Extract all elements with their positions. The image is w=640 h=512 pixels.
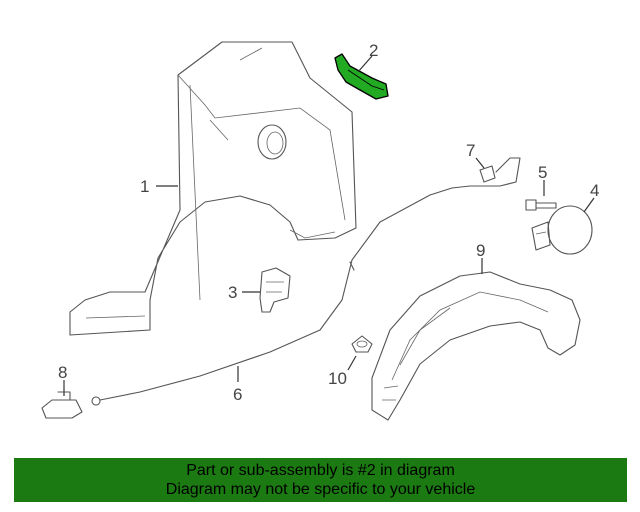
callout-1: 1	[140, 177, 178, 196]
callout-number: 6	[233, 385, 242, 404]
cable-fitting-part[interactable]	[451, 157, 521, 189]
callout-5: 5	[538, 163, 547, 196]
callout-number: 4	[590, 181, 599, 200]
clip-part[interactable]	[351, 335, 373, 353]
fuel-door-part[interactable]	[531, 205, 593, 255]
callout-3: 3	[228, 283, 260, 302]
callout-number: 1	[140, 177, 149, 196]
callout-number: 9	[476, 241, 485, 260]
parts-diagram: 1 2 3 4 5 6 7 8 9 10	[41, 41, 599, 421]
banner-disclaimer-line: Diagram may not be specific to your vehi…	[165, 481, 476, 498]
callout-8: 8	[58, 363, 67, 396]
banner-part-line: Part or sub-assembly is #2 in diagram	[186, 462, 455, 479]
release-cable-part[interactable]	[91, 187, 453, 406]
bracket-part-highlighted[interactable]	[334, 53, 389, 100]
latch-actuator-part[interactable]	[41, 391, 83, 419]
callout-7: 7	[466, 141, 485, 169]
callout-number: 7	[466, 141, 475, 160]
callout-number: 8	[58, 363, 67, 382]
mount-bracket-part[interactable]	[259, 267, 291, 313]
info-banner: Part or sub-assembly is #2 in diagram Di…	[14, 458, 627, 502]
quarter-panel-part[interactable]	[69, 41, 357, 336]
callout-number: 5	[538, 163, 547, 182]
callout-4: 4	[583, 181, 599, 213]
bolt-part[interactable]	[525, 199, 557, 211]
callout-10: 10	[328, 355, 357, 388]
wheelhouse-liner-part[interactable]	[371, 271, 581, 421]
callout-2: 2	[357, 41, 378, 73]
callout-number: 3	[228, 283, 237, 302]
callout-number: 10	[328, 369, 347, 388]
callout-6: 6	[233, 366, 242, 404]
callout-9: 9	[476, 241, 485, 274]
callout-number: 2	[369, 41, 378, 60]
